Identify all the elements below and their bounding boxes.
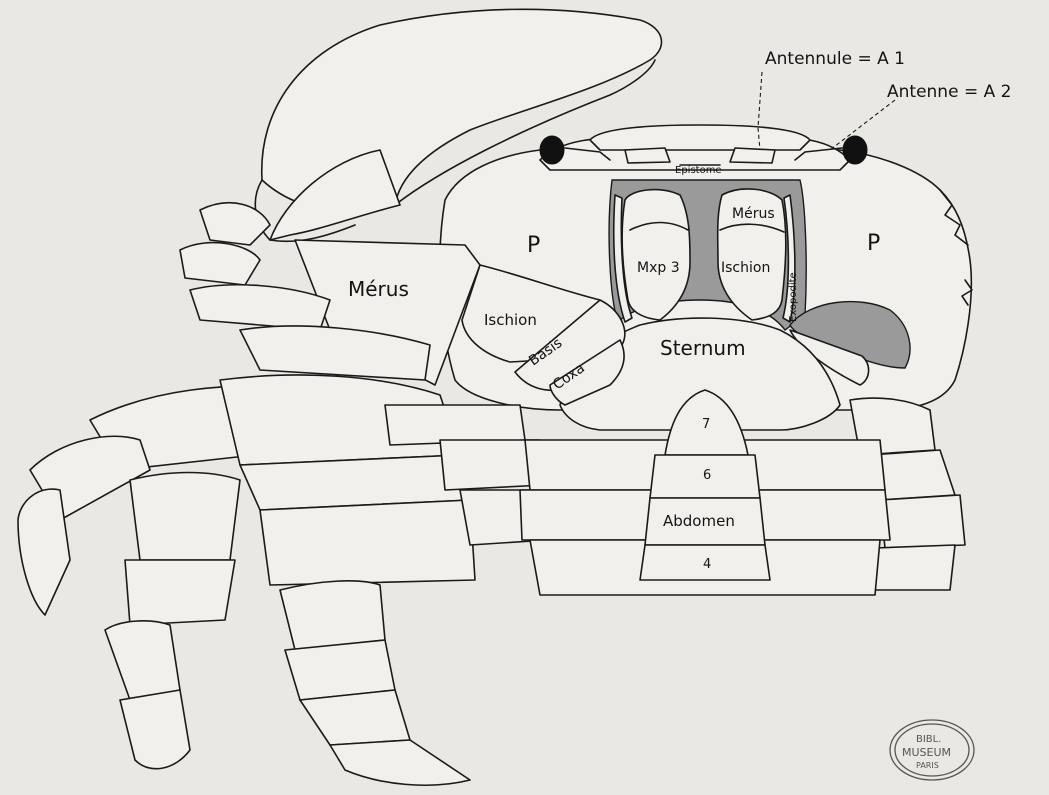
left-eye xyxy=(540,136,564,164)
p-left-label: P xyxy=(527,233,540,258)
epistome-label: Epistome xyxy=(675,165,722,176)
museum-stamp: BIBL. MUSEUM PARIS xyxy=(890,720,974,780)
svg-text:BIBL.: BIBL. xyxy=(916,734,941,745)
mxp3-label: Mxp 3 xyxy=(637,260,680,276)
seg4-label: 4 xyxy=(703,557,711,572)
ischion-right-label: Ischion xyxy=(721,260,770,276)
p-right-label: P xyxy=(867,231,880,256)
merus-right-label: Mérus xyxy=(732,206,775,222)
ischion-left-label: Ischion xyxy=(484,311,537,329)
sternum-label: Sternum xyxy=(660,336,746,360)
seg7-label: 7 xyxy=(702,417,710,432)
svg-text:MUSEUM: MUSEUM xyxy=(902,746,951,759)
antenne-label: Antenne = A 2 xyxy=(887,82,1011,102)
svg-text:PARIS: PARIS xyxy=(916,761,939,770)
antennule-label: Antennule = A 1 xyxy=(765,49,905,69)
merus-left-label: Mérus xyxy=(348,277,409,301)
seg6-label: 6 xyxy=(703,468,711,483)
right-eye xyxy=(843,136,867,164)
front-region xyxy=(540,125,867,170)
abdomen-label: Abdomen xyxy=(663,512,735,530)
exopodite-label: Exopodite xyxy=(788,272,799,322)
